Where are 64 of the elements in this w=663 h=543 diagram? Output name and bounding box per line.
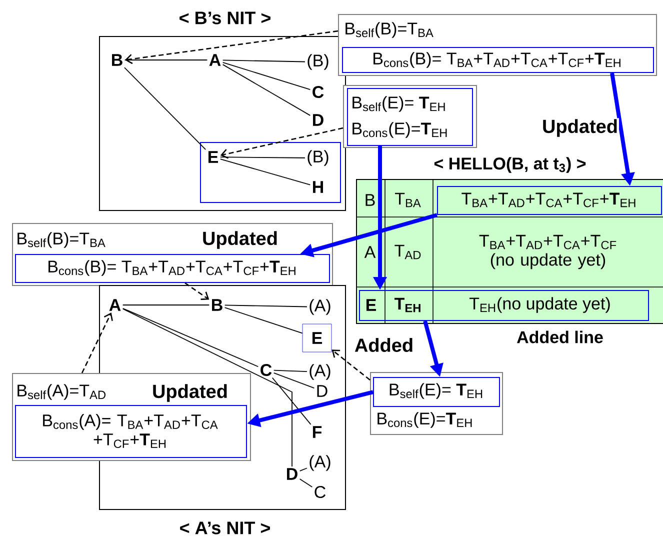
node-label: (B) (308, 150, 328, 166)
dashed-arrow (332, 350, 370, 381)
dashed-arrow (220, 127, 344, 159)
edge-label: Updated (201, 230, 279, 250)
tree-line (122, 304, 210, 306)
node-label: F (312, 426, 322, 438)
dashed-arrow (184, 282, 210, 300)
node-label: (A) (310, 299, 330, 315)
edge-label: Added (353, 337, 415, 353)
table-cell: E (366, 299, 376, 311)
tree-line (220, 156, 306, 158)
node-label: D (287, 468, 298, 480)
highlight-box (200, 142, 341, 203)
table-cell: T$_{BA}$ (395, 192, 421, 208)
tree-line (273, 370, 308, 372)
node-label: (A) (310, 455, 330, 471)
node-label: B (112, 54, 122, 66)
dashed-arrow (124, 30, 338, 64)
edge-label: Updated (151, 383, 229, 403)
table-cell: T$_{EH}$(no update yet) (470, 297, 610, 313)
tree-line (222, 64, 311, 116)
table-cell: T$_{BA}$+T$_{AD}$+T$_{CA}$+T$_{CF}$ (no update yet) (479, 234, 616, 270)
tree-line (224, 307, 303, 334)
edge-label: Updated (541, 118, 619, 138)
formula-box: B$_{self}$(E)= T$_{EH}$ B$_{cons}$(E)=T$_{EH}$ (347, 88, 473, 146)
tree-line (224, 304, 308, 308)
tree-line (299, 468, 308, 472)
tree-line (122, 308, 259, 368)
tree-line (124, 67, 206, 150)
table-cell: T$_{AD}$ (394, 244, 421, 260)
table-row (359, 290, 649, 321)
node-label: D (317, 385, 328, 397)
formula-box: B$_{self}$(E)= T$_{EH}$ (373, 377, 500, 407)
node-label: (B) (308, 54, 328, 70)
node-label: C (314, 486, 326, 498)
node-label: C (260, 364, 272, 376)
node-label: A (109, 299, 121, 311)
dashed-arrow (81, 312, 113, 374)
node-label: < HELLO(B, at t$_{3}$) > (434, 157, 586, 173)
node-label: Added line (516, 330, 603, 344)
tree-line (220, 158, 311, 186)
table-cell: B (366, 194, 375, 206)
node-label: C (312, 86, 324, 98)
formula-box: B$_{cons}$(A)= T$_{BA}$+T$_{AD}$+T$_{CA}$ +T$_{CF}$+T$_{EH}$ (15, 405, 247, 458)
tree-line (273, 372, 315, 389)
node-label: D (313, 114, 324, 126)
formula-box: B$_{cons}$(B)= T$_{BA}$+T$_{AD}$+T$_{CA}$+T$_{CF}$+T$_{EH}$ (15, 254, 330, 283)
table-cell: A (364, 246, 376, 258)
node-label: B (212, 299, 222, 311)
node-label: < B’s NIT > (180, 12, 270, 24)
node-label: < A’s NIT > (180, 522, 270, 534)
node-label: E (208, 151, 218, 163)
tree-line (272, 377, 312, 425)
node-label: (A) (310, 364, 330, 380)
table-cell: T$_{BA}$+T$_{AD}$+T$_{CA}$+T$_{CF}$+T$_{EH}$ (437, 186, 662, 215)
tree-line (122, 308, 292, 467)
tree-line (222, 60, 306, 62)
table-cell: T$_{EH}$ (394, 298, 420, 312)
formula-box: B$_{cons}$(B)= T$_{BA}$+T$_{AD}$+T$_{CA}$+T$_{CF}$+T$_{EH}$ (342, 47, 654, 73)
boxed-label: E (302, 324, 332, 352)
tree-line (222, 62, 311, 90)
node-label: A (209, 54, 221, 66)
node-label: H (313, 181, 323, 193)
tree-line (299, 478, 313, 488)
